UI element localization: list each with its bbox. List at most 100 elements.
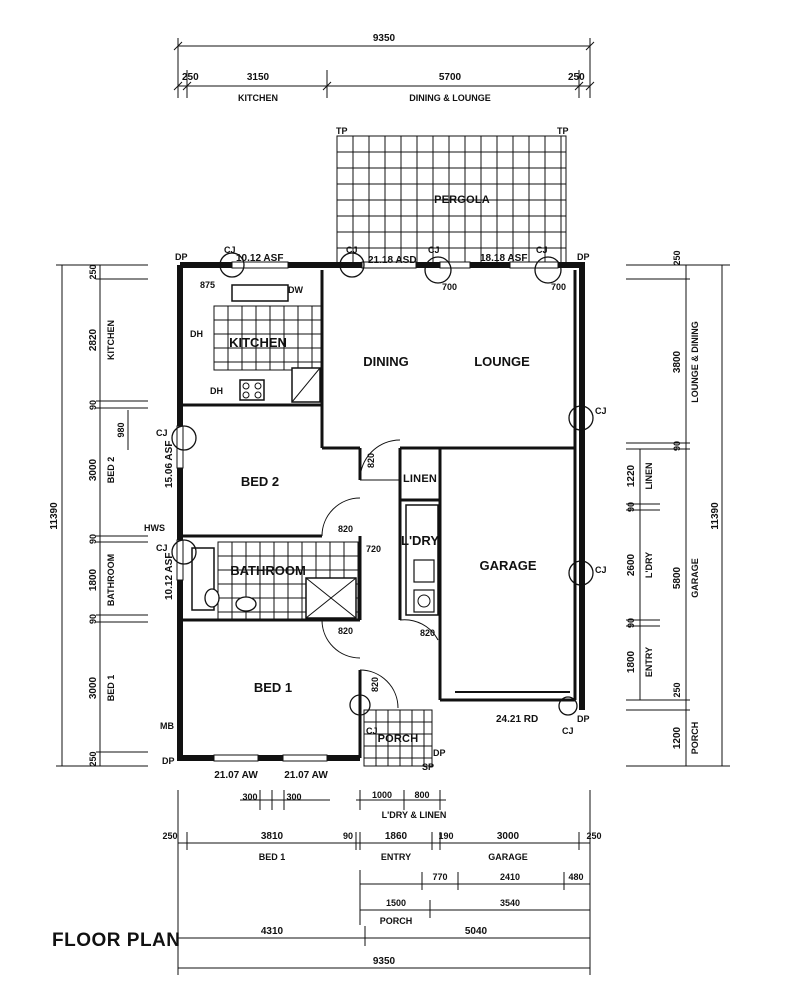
tag-dp-garage: DP xyxy=(577,714,590,724)
top-label-dining-lounge: DINING & LOUNGE xyxy=(409,93,491,103)
door-820-front: 820 xyxy=(370,677,380,692)
kitchen-dim-875: 875 xyxy=(200,280,215,290)
bottom-overall-dim: 9350 xyxy=(373,956,396,967)
dim-700-a: 700 xyxy=(442,282,457,292)
left-dim-90-b: 90 xyxy=(88,534,98,544)
door-820-bath: 820 xyxy=(338,524,353,534)
door-820-bed2: 820 xyxy=(366,453,376,468)
room-label-dining: DINING xyxy=(363,354,409,369)
room-label-lounge: LOUNGE xyxy=(474,354,530,369)
tp-tag-left: TP xyxy=(336,126,348,136)
window-bed1-right: 21.07 AW xyxy=(284,770,328,781)
cj-marker xyxy=(568,405,594,431)
room-label-porch: PORCH xyxy=(378,733,419,745)
bottom-row1-250-right: 250 xyxy=(586,831,601,841)
tag-dp-top-right: DP xyxy=(577,252,590,262)
top-dim-250-right: 250 xyxy=(568,72,585,83)
right-inner-dim-linen: 1220 xyxy=(626,464,637,487)
right-label-garage: GARAGE xyxy=(690,558,700,598)
left-dim-90-c: 90 xyxy=(88,614,98,624)
right-dim-90: 90 xyxy=(672,441,682,451)
laundry-bench xyxy=(405,504,439,616)
kitchen-sink xyxy=(231,284,289,302)
right-inner-dim-laundry: 2600 xyxy=(626,553,637,576)
top-dim-dining-lounge: 5700 xyxy=(439,72,462,83)
left-label-bed1: BED 1 xyxy=(106,675,116,702)
tile-border xyxy=(217,541,359,621)
room-label-bed2: BED 2 xyxy=(241,474,279,489)
right-dimensions xyxy=(626,264,730,767)
right-dim-250-mid: 250 xyxy=(672,682,682,697)
toilet xyxy=(204,588,220,608)
left-dim-kitchen: 2820 xyxy=(88,328,99,351)
left-dim-bed1: 3000 xyxy=(88,676,99,699)
tile-border xyxy=(363,709,433,767)
left-dim-bathroom: 1800 xyxy=(88,568,99,591)
dim-700-b: 700 xyxy=(551,282,566,292)
control-joints xyxy=(171,252,594,716)
door-820-bed1: 820 xyxy=(338,626,353,636)
cj-marker xyxy=(568,560,594,586)
right-inner-dim-90-a: 90 xyxy=(626,502,636,512)
basin xyxy=(235,596,257,612)
bottom-row1-190: 190 xyxy=(438,831,453,841)
right-inner-dim-entry: 1800 xyxy=(626,650,637,673)
bottom-dim-800: 800 xyxy=(414,790,429,800)
top-label-kitchen: KITCHEN xyxy=(238,93,278,103)
left-dim-bed2: 3000 xyxy=(88,458,99,481)
right-dim-garage: 5800 xyxy=(672,566,683,589)
left-dim-250-bottom: 250 xyxy=(88,751,98,766)
room-label-bathroom: BATHROOM xyxy=(230,563,306,578)
left-dimensions xyxy=(56,264,148,767)
top-dim-250-left: 250 xyxy=(182,72,199,83)
cj-label: CJ xyxy=(346,245,358,255)
drawing-title: FLOOR PLAN xyxy=(52,930,181,951)
cj-marker xyxy=(349,694,371,716)
cj-label: CJ xyxy=(595,406,607,416)
cj-marker xyxy=(339,252,365,278)
cj-marker xyxy=(219,252,245,278)
door-720-laundry: 720 xyxy=(366,544,381,554)
left-label-bathroom: BATHROOM xyxy=(106,554,116,606)
bottom-row1-250-left: 250 xyxy=(162,831,177,841)
cj-marker xyxy=(558,696,578,716)
room-label-linen: LINEN xyxy=(403,473,437,485)
left-dim-250-top: 250 xyxy=(88,264,98,279)
room-label-laundry: L'DRY xyxy=(401,533,439,548)
door-swings xyxy=(321,439,439,709)
left-dim-90-a: 90 xyxy=(88,400,98,410)
bottom-window-offset-right: 300 xyxy=(286,792,301,802)
right-label-lounge-dining: LOUNGE & DINING xyxy=(690,321,700,403)
bottom-row1-bed1: 3810 xyxy=(261,831,284,842)
left-window-sill-dim: 980 xyxy=(116,422,126,437)
cj-label: CJ xyxy=(595,565,607,575)
door-820-garage: 820 xyxy=(420,628,435,638)
cj-label: CJ xyxy=(366,726,378,736)
right-label-linen: LINEN xyxy=(644,463,654,490)
top-overall-dim: 9350 xyxy=(373,33,396,44)
bottom-label-lndry-linen: L'DRY & LINEN xyxy=(382,810,447,820)
left-label-kitchen: KITCHEN xyxy=(106,320,116,360)
cj-marker xyxy=(171,425,197,451)
porch-tiles xyxy=(363,709,433,767)
tile-border xyxy=(213,305,323,371)
cj-marker xyxy=(171,539,197,565)
tp-tag-right: TP xyxy=(557,126,569,136)
tag-dp-top-left: DP xyxy=(175,252,188,262)
right-overall-dim: 11390 xyxy=(710,502,721,530)
right-label-entry: ENTRY xyxy=(644,647,654,677)
kitchen-tiles xyxy=(213,305,323,371)
laundry-tub xyxy=(413,559,435,583)
room-label-kitchen: KITCHEN xyxy=(229,335,287,350)
window-dining: 21.18 ASD xyxy=(368,255,417,266)
right-inner-dim-90-b: 90 xyxy=(626,618,636,628)
bottom-row2-770: 770 xyxy=(432,872,447,882)
cj-label: CJ xyxy=(536,245,548,255)
bottom-row1-90: 90 xyxy=(343,831,353,841)
tag-sp: SP xyxy=(422,762,434,772)
top-dim-kitchen: 3150 xyxy=(247,72,270,83)
bottom-window-offset-left: 300 xyxy=(242,792,257,802)
bottom-row3-3540: 3540 xyxy=(500,898,520,908)
bottom-row2-2410: 2410 xyxy=(500,872,520,882)
kitchen-tag-dh-1: DH xyxy=(190,329,203,339)
